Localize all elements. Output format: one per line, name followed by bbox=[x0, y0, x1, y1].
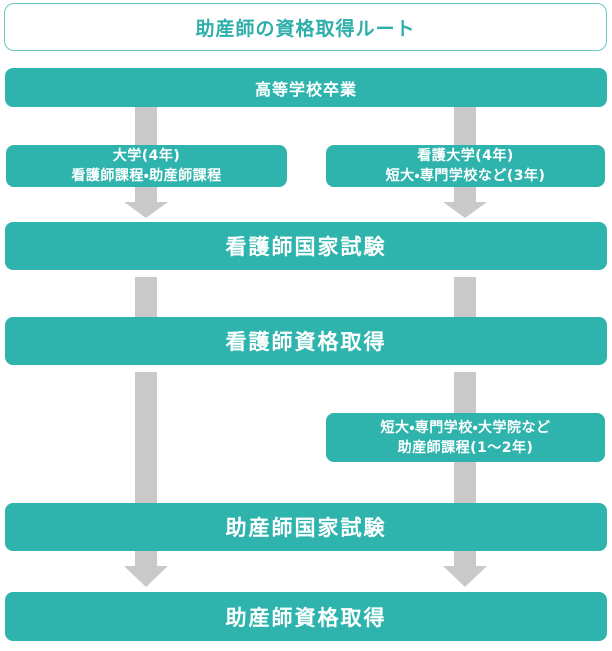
node-nurse-national-exam: 看護師国家試験 bbox=[5, 222, 607, 270]
arrow-shaft bbox=[454, 187, 476, 202]
arrow-head-icon bbox=[124, 566, 168, 587]
connector-nurse-exam-to-license-right bbox=[454, 277, 476, 317]
node-label: 助産師資格取得 bbox=[225, 605, 387, 630]
node-university-course: 大学(4年) 看護師課程・助産師課程 bbox=[6, 145, 287, 187]
arrow-head-icon bbox=[443, 202, 487, 218]
node-midwife-license: 助産師資格取得 bbox=[5, 592, 607, 641]
arrow-midwife-exam-to-license-right bbox=[443, 551, 487, 587]
node-midwife-course: 短大・専門学校・大学院など 助産師課程(1〜2年) bbox=[326, 413, 605, 462]
node-label-line2: 短大・専門学校など(3年) bbox=[385, 168, 546, 184]
connector-start-to-left-branch bbox=[135, 107, 157, 145]
node-label: 助産師国家試験 bbox=[225, 516, 387, 540]
node-nurse-license: 看護師資格取得 bbox=[5, 317, 607, 365]
arrow-shaft bbox=[135, 187, 157, 202]
node-label-line2: 助産師課程(1〜2年) bbox=[397, 439, 534, 456]
node-label-line1: 看護大学(4年) bbox=[417, 148, 514, 164]
arrow-right-branch-to-nurse-exam bbox=[443, 187, 487, 218]
chart-title: 助産師の資格取得ルート bbox=[195, 17, 416, 40]
arrow-head-icon bbox=[443, 566, 487, 587]
node-midwife-national-exam: 助産師国家試験 bbox=[5, 503, 607, 551]
connector-nurse-license-to-midwife-exam-left bbox=[135, 372, 157, 503]
connector-start-to-right-branch bbox=[454, 107, 476, 145]
node-label-line1: 大学(4年) bbox=[112, 148, 181, 164]
node-label: 高等学校卒業 bbox=[254, 79, 357, 99]
node-label: 看護師資格取得 bbox=[225, 330, 387, 354]
node-label: 看護師国家試験 bbox=[225, 235, 387, 259]
arrow-left-branch-to-nurse-exam bbox=[124, 187, 168, 218]
node-label-line2: 看護師課程・助産師課程 bbox=[71, 168, 222, 184]
arrow-midwife-exam-to-license-left bbox=[124, 551, 168, 587]
arrow-head-icon bbox=[124, 202, 168, 218]
connector-nurse-exam-to-license-left bbox=[135, 277, 157, 317]
node-high-school-graduation: 高等学校卒業 bbox=[5, 68, 607, 107]
node-label-line1: 短大・専門学校・大学院など bbox=[380, 419, 551, 436]
arrow-shaft bbox=[135, 551, 157, 566]
chart-title-box: 助産師の資格取得ルート bbox=[4, 3, 607, 51]
node-nursing-university-course: 看護大学(4年) 短大・専門学校など(3年) bbox=[326, 145, 605, 187]
arrow-shaft bbox=[454, 551, 476, 566]
